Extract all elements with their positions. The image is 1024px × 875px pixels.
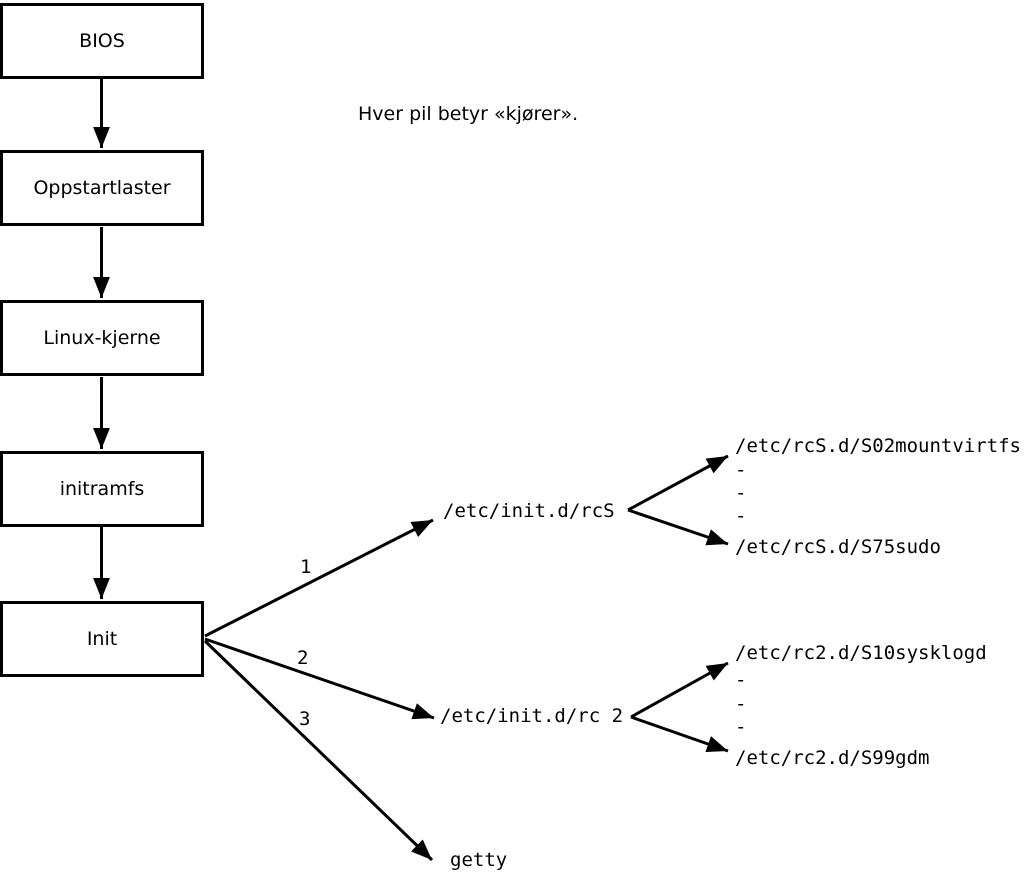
arrow-rcs-to-s75sudo	[627, 508, 729, 546]
script-path-s99gdm: /etc/rc2.d/S99gdm	[735, 747, 930, 769]
box-linux-kjerne-label: Linux-kjerne	[43, 327, 161, 349]
rcs-ellipsis-dash-1: -	[735, 459, 747, 481]
branch-number-2: 2	[297, 647, 309, 669]
box-init-label: Init	[86, 628, 118, 650]
arrow-rc2-to-s10sysklogd	[630, 661, 729, 719]
script-path-getty: getty	[450, 849, 508, 871]
box-init: Init	[0, 601, 204, 677]
branch-number-1: 1	[300, 556, 312, 578]
rc2-ellipsis-dash-2: -	[735, 693, 747, 715]
arrow-init-to-rc2	[204, 637, 435, 720]
script-path-s02mountvirtfs: /etc/rcS.d/S02mountvirtfs	[735, 435, 1021, 457]
rcs-ellipsis-dash-3: -	[735, 505, 747, 527]
rc2-ellipsis-dash-3: -	[735, 716, 747, 738]
box-bios: BIOS	[0, 3, 204, 79]
rc2-ellipsis-dash-1: -	[735, 669, 747, 691]
arrow-rc2-to-s99gdm	[630, 715, 729, 753]
arrow-init-to-rcs	[204, 518, 434, 638]
arrow-init-to-getty	[203, 639, 434, 862]
arrow-rcs-to-s02mountvirtfs	[627, 454, 729, 512]
script-path-s75sudo: /etc/rcS.d/S75sudo	[735, 536, 941, 558]
rcs-ellipsis-dash-2: -	[735, 482, 747, 504]
box-initramfs-label: initramfs	[59, 478, 145, 500]
script-path-rc2: /etc/init.d/rc 2	[440, 705, 624, 727]
branch-number-3: 3	[299, 708, 311, 730]
box-oppstartlaster: Oppstartlaster	[0, 150, 204, 226]
caption: Hver pil betyr «kjører».	[358, 103, 579, 125]
box-initramfs: initramfs	[0, 451, 204, 527]
box-bios-label: BIOS	[79, 30, 125, 52]
script-path-s10sysklogd: /etc/rc2.d/S10sysklogd	[735, 642, 987, 664]
script-path-rcs: /etc/init.d/rcS	[443, 500, 615, 522]
box-oppstartlaster-label: Oppstartlaster	[33, 177, 171, 199]
box-linux-kjerne: Linux-kjerne	[0, 300, 204, 376]
